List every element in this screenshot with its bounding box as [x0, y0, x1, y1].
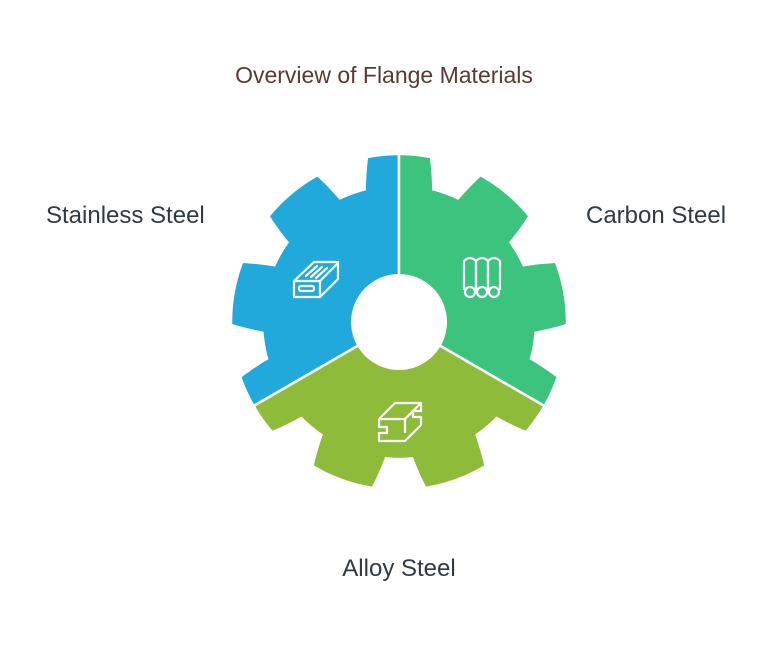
label-alloy-steel: Alloy Steel	[342, 555, 456, 582]
label-stainless-steel: Stainless Steel	[46, 202, 205, 229]
steel-rods-icon	[462, 256, 502, 299]
diagram-title: Overview of Flange Materials	[235, 62, 533, 88]
label-carbon-steel: Carbon Steel	[586, 202, 727, 229]
i-beam-icon	[377, 401, 423, 443]
segment-alloy-steel	[251, 320, 547, 490]
steel-bar-icon	[292, 260, 340, 299]
segment-carbon-steel	[397, 152, 569, 408]
